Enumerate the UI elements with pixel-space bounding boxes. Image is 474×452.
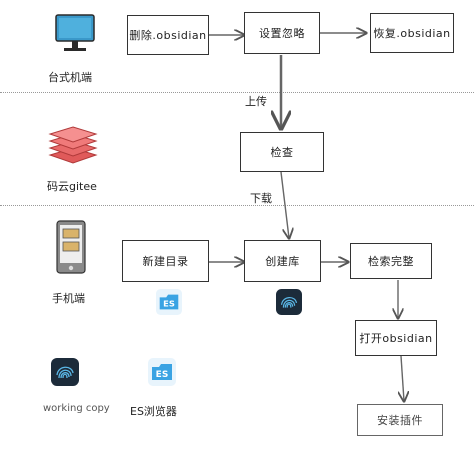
working-copy-small-icon: [276, 289, 302, 315]
create-repo-step: 创建库: [244, 240, 321, 282]
svg-text:ES: ES: [163, 299, 175, 309]
es-browser-app-icon[interactable]: ES: [148, 358, 176, 386]
check-step: 检查: [240, 132, 324, 172]
install-plugins-step: 安装插件: [357, 404, 443, 436]
working-copy-app-icon[interactable]: [51, 358, 79, 386]
open-obsidian-step: 打开obsidian: [355, 320, 437, 356]
arrow-check-to-create-repo: [280, 171, 289, 238]
gitee-label: 码云gitee: [47, 180, 97, 193]
working-copy-label: working copy: [43, 403, 110, 414]
download-label: 下载: [250, 192, 272, 205]
gitee-stack-icon: [48, 126, 98, 166]
phone-icon: [56, 220, 86, 274]
restore-obsidian-step: 恢复.obsidian: [370, 13, 454, 53]
arrow-openobsidian-to-installplugins: [401, 355, 404, 401]
desktop-label: 台式机端: [48, 71, 92, 84]
es-browser-small-icon: ES: [156, 289, 182, 315]
ignore-settings-step: 设置忽略: [244, 12, 320, 54]
svg-text:ES: ES: [156, 370, 169, 380]
section-divider-bottom: [0, 205, 474, 206]
es-browser-label: ES浏览器: [130, 405, 177, 418]
delete-obsidian-step: 删除.obsidian: [127, 15, 209, 55]
check-complete-step: 检索完整: [350, 243, 432, 279]
new-directory-step: 新建目录: [122, 240, 209, 282]
phone-label: 手机端: [52, 292, 85, 305]
monitor-icon: [53, 12, 97, 56]
section-divider-top: [0, 92, 474, 93]
upload-label: 上传: [245, 95, 267, 108]
